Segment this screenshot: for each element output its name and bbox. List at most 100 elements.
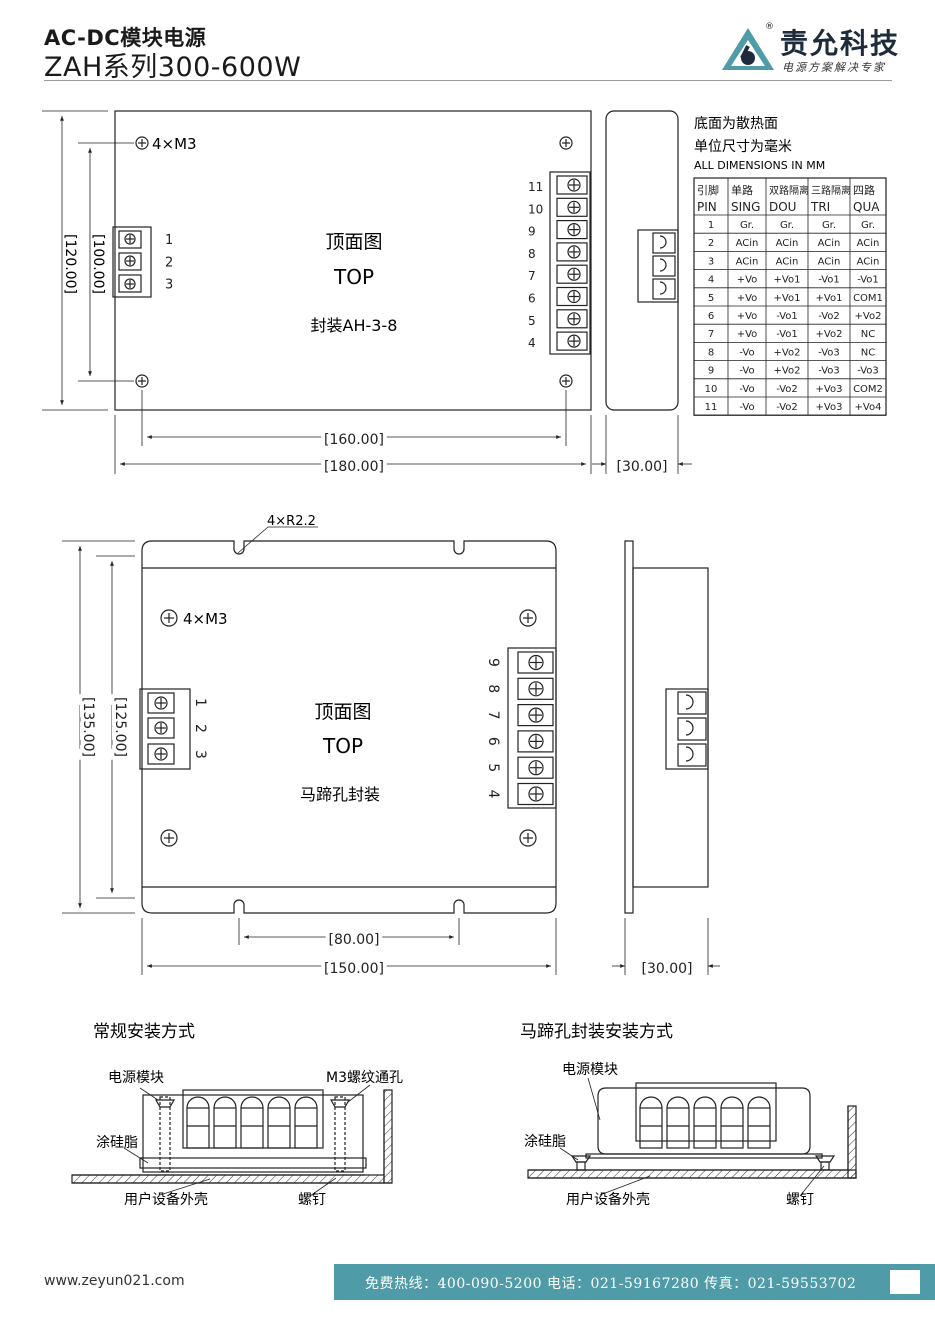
terminal-slot bbox=[666, 1107, 690, 1149]
install-title-horseshoe: 马蹄孔封装安装方式 bbox=[520, 1022, 673, 1042]
terminal-screw-icon bbox=[567, 312, 581, 326]
pin-table-cell: Gr. bbox=[780, 220, 794, 231]
install-diagram-standard bbox=[71, 1084, 393, 1197]
pin-label-4: 4 bbox=[528, 336, 536, 350]
pin-table-cell: COM1 bbox=[853, 293, 883, 304]
terminal-slot bbox=[556, 264, 588, 284]
pin-label-5: 5 bbox=[528, 314, 536, 328]
pin-table-cell: 8 bbox=[708, 347, 714, 358]
terminal-slot bbox=[556, 331, 588, 351]
terminal-screw-icon bbox=[528, 760, 544, 776]
pin-table-cell: +Vo1 bbox=[816, 293, 843, 304]
pin-table-cell: 9 bbox=[708, 366, 714, 377]
dim-height-inner: [100.00] bbox=[90, 234, 106, 294]
pin-table-cell: ACin bbox=[736, 238, 759, 249]
terminal-screw-icon bbox=[528, 681, 544, 697]
package-name: 封装AH-3-8 bbox=[311, 316, 398, 335]
pin-label-7: 7 bbox=[485, 711, 501, 720]
pin-table-cell: Gr. bbox=[822, 220, 836, 231]
pin-label-3: 3 bbox=[192, 750, 208, 759]
dim-side-2: [30.00] bbox=[641, 961, 692, 977]
pin-label-5: 5 bbox=[485, 763, 501, 772]
header-divider bbox=[44, 80, 892, 81]
top-view-cn-2: 顶面图 bbox=[314, 701, 371, 723]
terminal-slot bbox=[267, 1107, 291, 1149]
terminal-block-left bbox=[112, 226, 152, 298]
terminal-screw-icon bbox=[567, 223, 581, 237]
pin-table-header-cn: 单路 bbox=[731, 184, 753, 197]
label-module-2: 电源模块 bbox=[562, 1062, 618, 1078]
pin-table-header-cn: 三路隔离 bbox=[811, 184, 851, 197]
top-view-en: TOP bbox=[333, 265, 374, 289]
pin-label-10: 10 bbox=[528, 202, 543, 216]
pin-table-cell: -Vo bbox=[739, 402, 754, 413]
label-screw: 螺钉 bbox=[298, 1192, 326, 1208]
pin-table-cell: +Vo1 bbox=[774, 275, 801, 286]
pin-table-header-cn: 引脚 bbox=[697, 183, 719, 197]
module-outline-top bbox=[114, 110, 592, 411]
pin-table-cell: 3 bbox=[708, 256, 714, 267]
pin-table-cell: 10 bbox=[705, 384, 718, 395]
pin-table-cell: 11 bbox=[705, 402, 718, 413]
pin-table-cell: ACin bbox=[776, 256, 799, 267]
pin-table-cell: +Vo2 bbox=[855, 311, 882, 322]
top-view-en-2: TOP bbox=[322, 734, 363, 758]
terminal-slot bbox=[556, 220, 588, 240]
pin-table-cell: 7 bbox=[708, 329, 714, 340]
doc-title: AC-DC模块电源 bbox=[44, 26, 207, 50]
terminal-slot bbox=[556, 197, 588, 217]
terminal-slot bbox=[517, 677, 554, 700]
note-heat-surface: 底面为散热面 bbox=[694, 116, 778, 132]
brand-logo-icon bbox=[722, 28, 774, 70]
pin-table-cell: +Vo bbox=[737, 311, 758, 322]
label-case: 用户设备外壳 bbox=[124, 1191, 208, 1208]
mount-hole-icon bbox=[559, 136, 573, 150]
terminal-slot bbox=[693, 1107, 717, 1149]
mount-hole-icon bbox=[160, 829, 178, 847]
pin-table-cell: ACin bbox=[857, 238, 880, 249]
terminal-slot bbox=[186, 1107, 210, 1149]
terminal-screw-icon bbox=[567, 178, 581, 192]
terminal-slot bbox=[556, 242, 588, 262]
terminal-screw-icon bbox=[567, 200, 581, 214]
pin-table-cell: NC bbox=[861, 329, 875, 340]
pin-table-cell: ACin bbox=[818, 256, 841, 267]
terminal-screw-icon bbox=[528, 707, 544, 723]
top-view-cn: 顶面图 bbox=[325, 231, 382, 253]
pin-table-cell: 4 bbox=[708, 275, 714, 286]
terminal-block-left-2 bbox=[139, 688, 191, 770]
module-side-view bbox=[605, 110, 679, 411]
pin-table-cell: ACin bbox=[776, 238, 799, 249]
pin-table-cell: +Vo4 bbox=[855, 402, 882, 413]
pin-table-cell: Gr. bbox=[740, 220, 754, 231]
footer-band bbox=[334, 1264, 935, 1300]
terminal-slot bbox=[556, 175, 588, 195]
module-side-view-2 bbox=[624, 540, 634, 914]
pin-label-1: 1 bbox=[192, 698, 208, 707]
dim-width-inner-2: [80.00] bbox=[328, 932, 379, 948]
dim-height-outer-2: [135.00] bbox=[80, 697, 96, 757]
pin-table-cell: +Vo bbox=[737, 275, 758, 286]
pin-table-cell: -Vo bbox=[739, 384, 754, 395]
pin-table-header-cn: 四路 bbox=[853, 184, 875, 197]
terminal-slot bbox=[556, 309, 588, 329]
pin-table-cell: +Vo bbox=[737, 293, 758, 304]
terminal-slot bbox=[517, 651, 554, 674]
footer-website[interactable]: www.zeyun021.com bbox=[44, 1273, 185, 1289]
mount-hole-icon bbox=[519, 609, 537, 627]
pin-label-4: 4 bbox=[485, 790, 501, 799]
pin-table-cell: +Vo3 bbox=[816, 384, 843, 395]
pin-table-cell: 1 bbox=[708, 220, 714, 231]
pin-label-1: 1 bbox=[165, 233, 173, 248]
terminal-screw-icon bbox=[567, 245, 581, 259]
mount-hole-icon bbox=[135, 136, 149, 150]
pin-table-header-en: PIN bbox=[697, 200, 717, 214]
pin-table-cell: 6 bbox=[708, 311, 714, 322]
pin-table-cell: -Vo2 bbox=[776, 384, 798, 395]
pin-table-cell: -Vo bbox=[739, 366, 754, 377]
pin-table-cell: +Vo bbox=[737, 329, 758, 340]
terminal-slot bbox=[720, 1107, 744, 1149]
footer-box bbox=[890, 1270, 920, 1294]
